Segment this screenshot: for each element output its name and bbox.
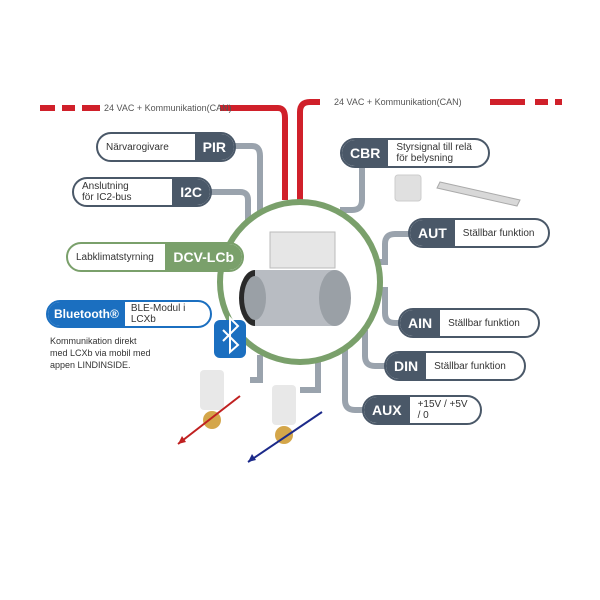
aux-text: +15V / +5V / 0: [417, 399, 468, 421]
din-pill: DIN Ställbar funktion: [384, 351, 526, 381]
ain-pill: AIN Ställbar funktion: [398, 308, 540, 338]
valve-right: [247, 385, 323, 463]
cbr-code: CBR: [342, 140, 389, 166]
damper-unit: [239, 231, 351, 326]
bluetooth-icon: [214, 315, 246, 358]
aut-pill: AUT Ställbar funktion: [408, 218, 550, 248]
power-label-right: 24 VAC + Kommunikation(CAN): [334, 97, 462, 107]
power-label-left: 24 VAC + Kommunikation(CAN): [104, 103, 232, 113]
dcv-pill: Labklimatstyrning DCV-LCb: [66, 242, 244, 272]
i2c-code: I2C: [172, 179, 210, 205]
aux-pill: AUX +15V / +5V / 0: [362, 395, 482, 425]
din-code: DIN: [386, 353, 427, 379]
i2c-pill: Anslutning för IC2-bus I2C: [72, 177, 212, 207]
aut-code: AUT: [410, 220, 455, 246]
power-line-right: [297, 99, 562, 200]
power-line-left: [40, 105, 288, 200]
cbr-text: Styrsignal till relä för belysning: [396, 142, 472, 164]
valve-left: [177, 370, 241, 445]
dcv-text: Labklimatstyrning: [76, 251, 154, 263]
ain-text: Ställbar funktion: [448, 317, 520, 329]
bluetooth-pill: Bluetooth® BLE-Modul i LCXb: [46, 300, 212, 328]
bluetooth-text: BLE-Modul i LCXb: [130, 303, 186, 325]
aut-text: Ställbar funktion: [462, 227, 535, 239]
bluetooth-code: Bluetooth®: [48, 302, 125, 326]
pir-text: Närvarogivare: [106, 141, 169, 153]
sensor-device: [394, 174, 422, 202]
dcv-code: DCV-LCb: [165, 244, 242, 270]
cbr-pill: CBR Styrsignal till relä för belysning: [340, 138, 490, 168]
bluetooth-description: Kommunikation direkt med LCXb via mobil …: [50, 336, 151, 370]
light-fixture: [436, 181, 521, 207]
din-text: Ställbar funktion: [434, 360, 506, 372]
pir-code: PIR: [194, 134, 234, 160]
ain-code: AIN: [400, 310, 441, 336]
i2c-text: Anslutning för IC2-bus: [82, 181, 132, 203]
aux-code: AUX: [364, 397, 410, 423]
pir-pill: Närvarogivare PIR: [96, 132, 236, 162]
